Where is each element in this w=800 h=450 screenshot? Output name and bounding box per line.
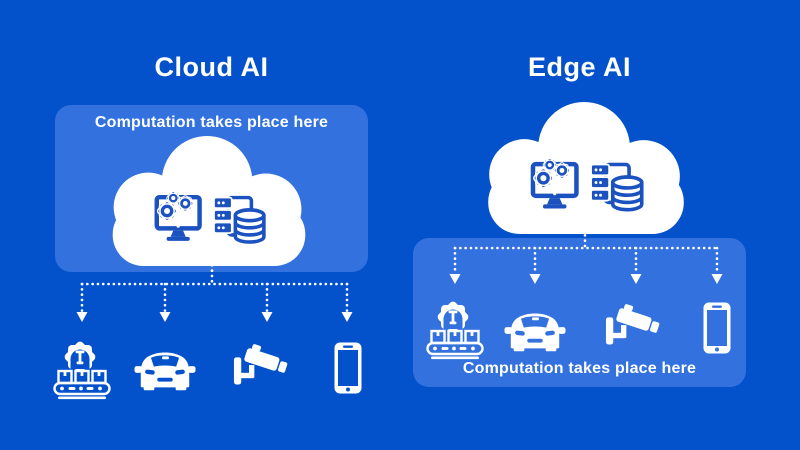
- edge-ai-cloud-icon: [472, 102, 700, 234]
- car-icon: [134, 345, 196, 392]
- cloud-ai-connector-lines: [76, 258, 353, 322]
- cloud-ai-title: Cloud AI: [154, 52, 269, 82]
- arrowhead-icons: [76, 312, 353, 322]
- factory-conveyor-icon: [53, 336, 111, 400]
- smartphone-icon: [333, 341, 363, 395]
- arrowhead-icons: [449, 274, 723, 284]
- cctv-camera-icon: [605, 300, 669, 356]
- car-icon: [504, 306, 566, 353]
- edge-ai-computation-panel: Computation takes place here: [413, 238, 746, 387]
- edge-ai-connector-lines: [449, 228, 723, 284]
- factory-conveyor-icon: [426, 296, 484, 360]
- edge-ai-title: Edge AI: [527, 52, 631, 82]
- cctv-camera-icon: [233, 340, 297, 396]
- cloud-ai-cloud-icon: [98, 136, 320, 266]
- edge-ai-computation-label: Computation takes place here: [462, 360, 697, 377]
- cloud-ai-computation-label: Computation takes place here: [94, 114, 329, 131]
- smartphone-icon: [702, 301, 732, 355]
